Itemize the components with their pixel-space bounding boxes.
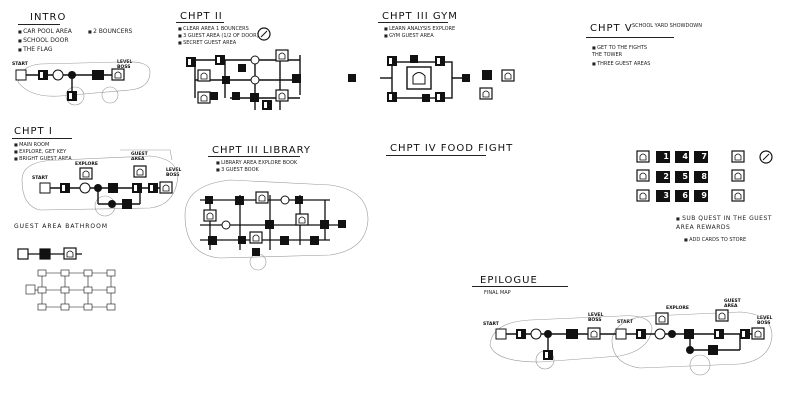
intro-start-label: START bbox=[12, 62, 28, 67]
legend-key-8: 8 bbox=[694, 170, 708, 183]
chpt2-note: 3 GUEST AREA (1/2 OF DOOR) bbox=[178, 32, 258, 40]
chpt5-title: CHPT V bbox=[590, 23, 633, 34]
legend-key-2: 2 bbox=[656, 170, 670, 183]
legend-key-7: 7 bbox=[694, 151, 708, 163]
chpt2-title: CHPT II bbox=[180, 11, 223, 22]
legend-key-9: 9 bbox=[694, 190, 708, 202]
epilogue-rooms bbox=[495, 309, 765, 360]
legend-key-5: 5 bbox=[675, 170, 689, 183]
chpt1-rooms bbox=[39, 165, 173, 209]
bath-title: GUEST AREA BATHROOM bbox=[14, 223, 109, 230]
chpt1-note: MAIN ROOM bbox=[14, 141, 49, 149]
library-rooms bbox=[203, 191, 346, 256]
intro-map bbox=[17, 61, 151, 106]
intro-underline bbox=[18, 24, 60, 25]
legend-key-label: 1 bbox=[663, 152, 669, 161]
epilogue-underline bbox=[472, 286, 568, 287]
library-underline bbox=[208, 156, 300, 157]
legend-key-label: 6 bbox=[682, 191, 688, 200]
legend-note: SUB QUEST IN THE GUEST AREA REWARDS bbox=[676, 214, 786, 232]
chpt5-note: THREE GUEST AREAS bbox=[592, 60, 650, 68]
chpt1-note: EXPLORE, GET KEY bbox=[14, 148, 66, 156]
legend-icons bbox=[636, 150, 773, 202]
chpt1-start-label: START bbox=[32, 176, 48, 181]
epilogue-boss2-label: LEVEL BOSS bbox=[757, 316, 773, 326]
legend-key-3: 3 bbox=[656, 190, 670, 202]
epilogue-subtitle: FINAL MAP bbox=[484, 290, 511, 296]
bath-map bbox=[17, 247, 82, 260]
chpt1-title: CHPT I bbox=[14, 126, 53, 137]
legend-key-4: 4 bbox=[675, 151, 689, 163]
chpt4-underline bbox=[386, 155, 486, 156]
chpt5-note: GET TO THE FIGHTS THE TOWER bbox=[592, 44, 650, 59]
chpt2-path bbox=[194, 55, 301, 110]
chpt1-underline bbox=[12, 138, 72, 139]
epilogue-explore-label: EXPLORE bbox=[666, 306, 689, 311]
chpt2-note: SECRET GUEST AREA bbox=[178, 39, 236, 47]
chpt2-underline bbox=[176, 22, 224, 23]
gym-underline bbox=[378, 22, 448, 23]
gym-title: CHPT III GYM bbox=[382, 11, 458, 22]
intro-note: CAR POOL AREA bbox=[18, 27, 72, 36]
legend-key-label: 9 bbox=[701, 191, 707, 200]
chpt1-boss-label: LEVEL BOSS bbox=[166, 168, 182, 178]
chpt1-note: BRIGHT GUEST AREA bbox=[14, 155, 72, 163]
legend-key-label: 7 bbox=[701, 152, 707, 161]
library-note: 3 GUEST BOOK bbox=[216, 166, 259, 174]
intro-note: SCHOOL DOOR bbox=[18, 36, 68, 45]
legend-key-label: 8 bbox=[701, 171, 707, 181]
legend-key-6: 6 bbox=[675, 190, 689, 202]
epilogue-title: EPILOGUE bbox=[480, 275, 538, 286]
legend-key-1: 1 bbox=[656, 151, 670, 163]
library-title: CHPT III LIBRARY bbox=[212, 145, 312, 156]
chpt4-title: CHPT IV FOOD FIGHT bbox=[390, 143, 514, 154]
bath-grid bbox=[25, 269, 116, 311]
chpt5-subtitle: SCHOOL YARD SHOWDOWN bbox=[632, 23, 702, 29]
intro-boss-label: LEVEL BOSS bbox=[117, 60, 133, 70]
legend-key-label: 5 bbox=[682, 171, 688, 181]
chpt2-rooms bbox=[186, 27, 301, 110]
epilogue-guest-label: GUEST AREA bbox=[724, 299, 741, 309]
epilogue-boss-label: LEVEL BOSS bbox=[588, 313, 604, 323]
chpt2-note: CLEAR AREA 1 BOUNCERS bbox=[178, 25, 249, 33]
epilogue-map bbox=[489, 311, 773, 376]
chpt1-explore-label: EXPLORE bbox=[75, 162, 98, 167]
chpt5-underline bbox=[586, 37, 674, 38]
legend-key-label: 3 bbox=[663, 191, 669, 200]
gym-note: GYM GUEST AREA bbox=[384, 32, 434, 40]
intro-note: 2 BOUNCERS bbox=[88, 27, 132, 36]
intro-title: INTRO bbox=[30, 12, 67, 23]
legend-note: ADD CARDS TO STORE bbox=[684, 236, 746, 244]
epilogue-start-label: START bbox=[483, 322, 499, 327]
legend-key-label: 2 bbox=[663, 171, 669, 181]
library-note: LIBRARY AREA EXPLORE BOOK bbox=[216, 159, 297, 167]
intro-rooms bbox=[15, 68, 125, 101]
intro-note: THE FLAG bbox=[18, 45, 52, 54]
gym-note: LEARN ANALYSIS EXPLORE bbox=[384, 25, 455, 33]
epilogue-start2-label: START bbox=[617, 320, 633, 325]
chpt1-guest-label: GUEST AREA bbox=[131, 152, 148, 162]
legend-key-label: 4 bbox=[682, 152, 688, 161]
gym-rooms bbox=[348, 55, 515, 102]
